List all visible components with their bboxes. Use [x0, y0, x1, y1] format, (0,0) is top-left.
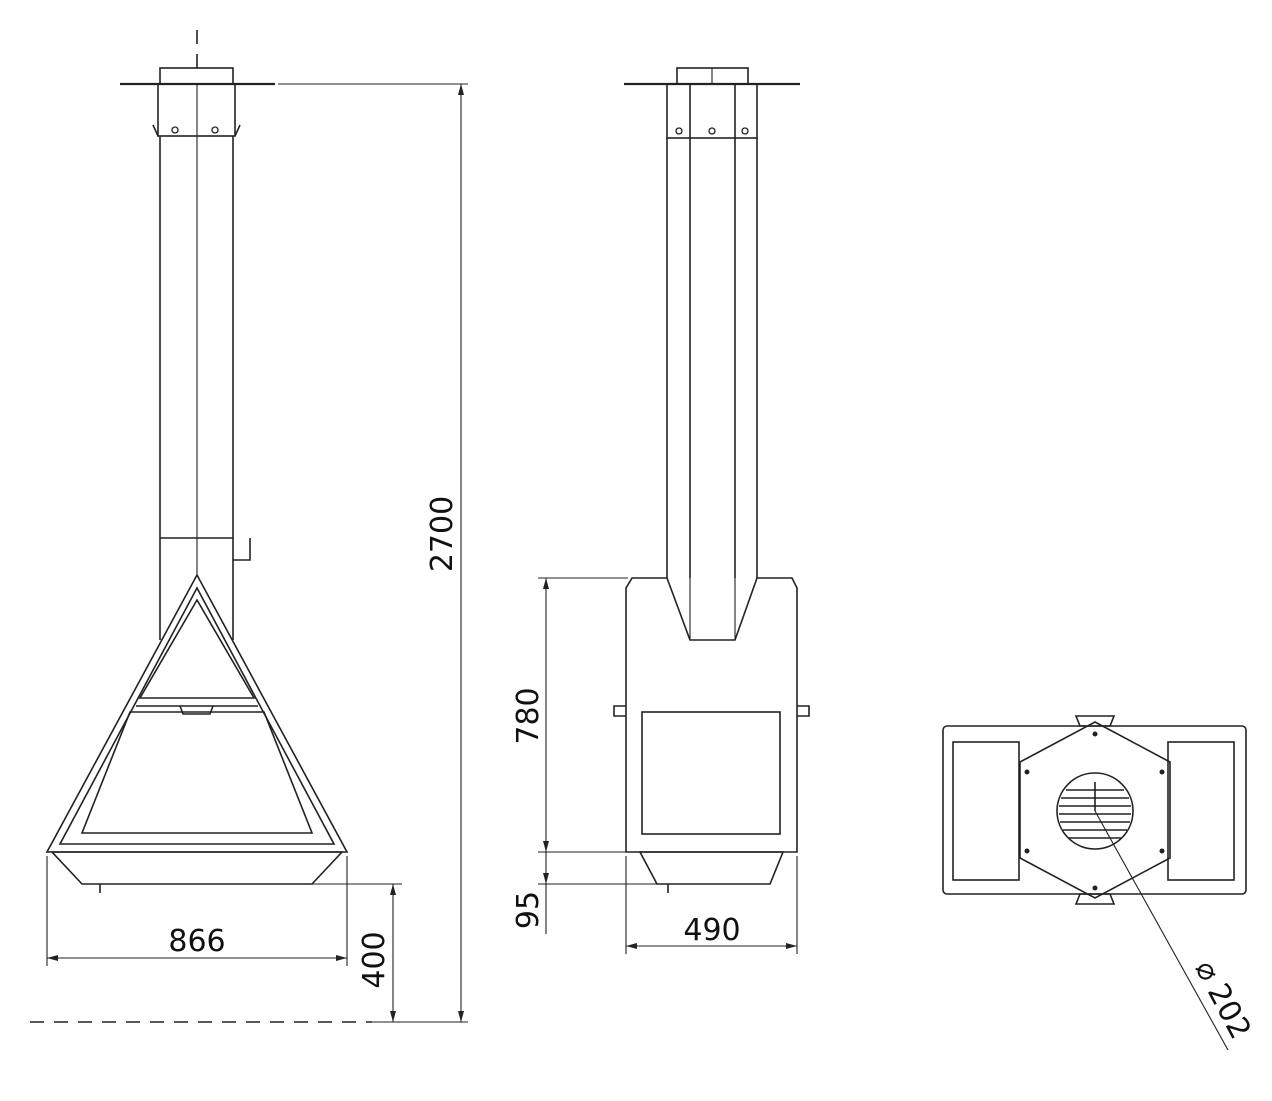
dimension-side-body-height: 780	[511, 687, 546, 744]
front-view	[45, 30, 349, 893]
dimension-front-width: 866	[168, 924, 225, 959]
dimension-flue-diameter: ⌀ 202	[1188, 955, 1258, 1045]
top-view	[942, 715, 1247, 1051]
diameter-value: 202	[1200, 978, 1258, 1045]
dimension-side-width: 490	[683, 913, 740, 948]
dimension-lines	[30, 83, 798, 1023]
dimension-side-base-height: 95	[511, 891, 546, 929]
dimension-floor-height: 400	[357, 931, 392, 988]
dimension-total-height: 2700	[425, 496, 460, 572]
side-view	[613, 67, 810, 893]
